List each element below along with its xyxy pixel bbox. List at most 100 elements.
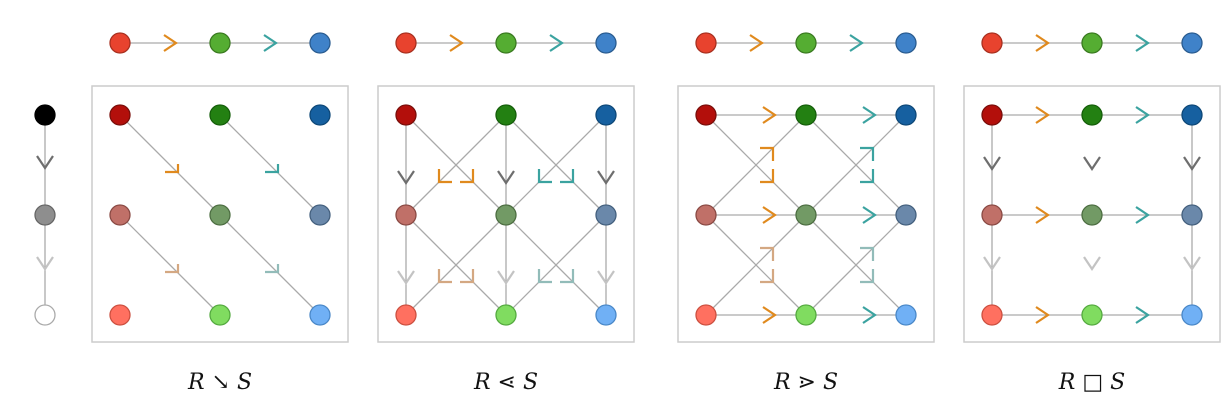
mark-light-orange [165,264,180,274]
mark-corner [860,246,875,261]
node-white [34,304,56,326]
arrow-teal-right [849,34,864,52]
arrow-darkgray-down [597,170,615,185]
arrow-orange-right [1035,34,1050,52]
arrow-darkgray-down [397,170,415,185]
arrow-orange-right [762,206,777,224]
node-blue [1181,32,1203,54]
node-r2-c0 [109,304,131,326]
edge [705,214,807,316]
edge [805,214,907,316]
caption-right: S [516,370,538,395]
arrow-darkgray-down [1183,156,1201,171]
node-red [981,32,1003,54]
edge [219,114,321,216]
mark-corner [760,269,775,284]
arrow-teal-right [549,34,564,52]
node-r1-c1 [795,204,817,226]
node-r2-c2 [895,304,917,326]
node-red [109,32,131,54]
node-grid [981,104,1203,326]
caption-operator: □ [1082,370,1103,395]
arrow-orange-right [163,34,178,52]
top-chain [109,32,331,54]
node-grid [109,104,331,326]
mark-corner [537,269,552,284]
node-r2-c1 [1081,304,1103,326]
arrow-teal-right [862,306,877,324]
panel-gt: R ⋗ S [677,32,935,395]
node-r1-c2 [309,204,331,226]
panel-diag: R ↘ S [91,32,349,395]
node-gray [34,204,56,226]
node-r2-c0 [695,304,717,326]
node-r0-c1 [495,104,517,126]
arrow-lightgray-down [36,256,54,271]
node-r0-c0 [695,104,717,126]
node-r2-c0 [981,304,1003,326]
caption-left: R [187,370,212,395]
top-chain [395,32,617,54]
mark-corner [460,169,475,184]
node-r0-c2 [1181,104,1203,126]
node-r0-c0 [395,104,417,126]
node-grid [395,104,617,326]
arrow-orange-right [762,106,777,124]
panel-frame [677,85,935,343]
edge [219,214,321,316]
arrow-teal-right [1135,106,1150,124]
node-r1-c0 [109,204,131,226]
node-grid [695,104,917,326]
arrow-teal-right [862,206,877,224]
edge [805,114,907,216]
mark-corner [860,146,875,161]
node-r2-c2 [309,304,331,326]
arrow-darkgray-down [36,155,54,170]
arrow-teal-right [1135,206,1150,224]
node-r2-c1 [795,304,817,326]
node-r1-c2 [895,204,917,226]
arrow-teal-right [1135,306,1150,324]
panel-box: R □ S [963,32,1221,395]
arrow-lightgray-down [1083,256,1101,271]
mark-orange [165,164,180,174]
mark-corner [560,269,575,284]
arrow-lightgray-down [497,270,515,285]
node-r2-c1 [495,304,517,326]
mark-corner [860,269,875,284]
node-r1-c1 [209,204,231,226]
node-blue [309,32,331,54]
node-r1-c1 [495,204,517,226]
node-green [209,32,231,54]
node-blue [895,32,917,54]
arrow-orange-right [1035,106,1050,124]
arrow-orange-right [1035,206,1050,224]
arrow-orange-right [449,34,464,52]
arrow-teal-right [263,34,278,52]
mark-corner [437,269,452,284]
node-green [795,32,817,54]
node-r1-c0 [395,204,417,226]
arrow-darkgray-down [1083,156,1101,171]
edge-marks [165,164,280,274]
mark-corner [537,169,552,184]
left-chain [34,104,56,326]
node-r1-c1 [1081,204,1103,226]
panel-frame [377,85,635,343]
edge [119,114,221,216]
mark-corner [860,169,875,184]
caption-operator: ⋖ [498,370,516,395]
edge-marks [760,106,877,324]
edge [505,114,607,216]
arrow-lightgray-down [397,270,415,285]
node-r2-c2 [1181,304,1203,326]
panel-lt: R ⋖ S [377,32,635,395]
node-r1-c0 [695,204,717,226]
node-r1-c2 [1181,204,1203,226]
arrow-lightgray-down [983,256,1001,271]
mark-corner [437,169,452,184]
panel-frame [963,85,1221,343]
arrow-orange-right [1035,306,1050,324]
